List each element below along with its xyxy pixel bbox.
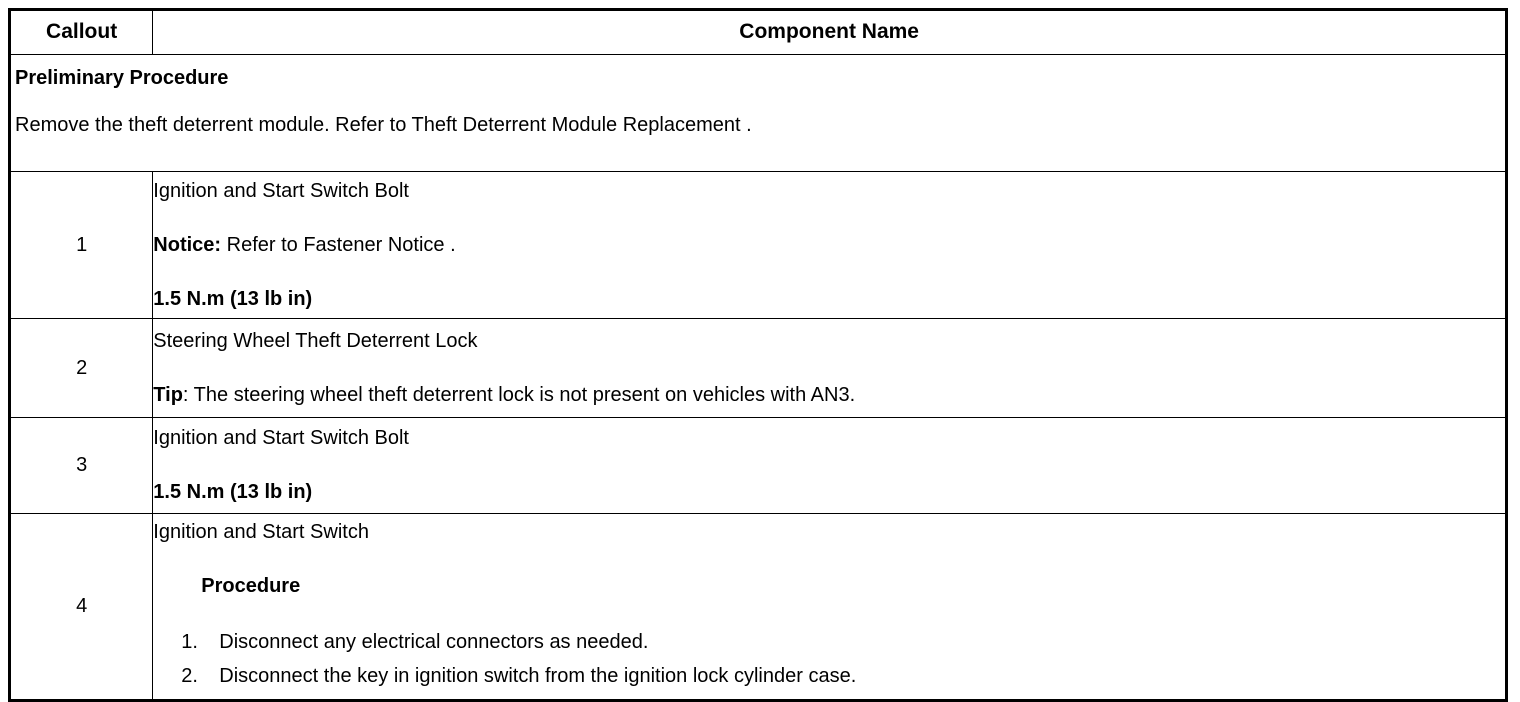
column-header-component-name: Component Name (152, 9, 1507, 55)
component-title: Steering Wheel Theft Deterrent Lock (153, 329, 478, 352)
procedure-step: Disconnect any electrical connectors as … (181, 625, 649, 659)
component-name-cell: Ignition and Start Switch Bolt 1.5 N.m (… (152, 417, 1507, 514)
preliminary-procedure-cell: Preliminary Procedure Remove the theft d… (9, 54, 1507, 172)
document-page: Callout Component Name Preliminary Proce… (0, 0, 1520, 686)
procedure-step: Disconnect the key in ignition switch fr… (181, 659, 857, 693)
callout-number: 4 (8, 513, 154, 701)
callout-number: 3 (8, 417, 154, 514)
component-title: Ignition and Start Switch Bolt (153, 427, 409, 449)
table-row: 1 Ignition and Start Switch Bolt Notice:… (8, 171, 1507, 319)
component-callout-table: Callout Component Name Preliminary Proce… (8, 8, 1508, 702)
column-header-callout: Callout (8, 9, 154, 55)
notice-line: Notice: Refer to Fastener Notice . (153, 233, 1505, 258)
procedure-step-list: Disconnect any electrical connectors as … (153, 625, 1505, 693)
component-title: Ignition and Start Switch Bolt (153, 179, 409, 202)
component-name-cell: Ignition and Start Switch Procedure Disc… (152, 513, 1507, 701)
torque-spec: 1.5 N.m (13 lb in) (153, 287, 313, 310)
tip-line: Tip: The steering wheel theft deterrent … (153, 383, 1505, 408)
preliminary-procedure-row: Preliminary Procedure Remove the theft d… (9, 54, 1507, 172)
torque-spec: 1.5 N.m (13 lb in) (153, 481, 313, 503)
table-row: 4 Ignition and Start Switch Procedure Di… (8, 513, 1507, 701)
table-row: 3 Ignition and Start Switch Bolt 1.5 N.m… (8, 417, 1507, 514)
tip-label: Tip (153, 383, 183, 406)
notice-label: Notice: (153, 233, 222, 256)
preliminary-procedure-title: Preliminary Procedure (15, 67, 229, 89)
component-title: Ignition and Start Switch (153, 521, 369, 543)
tip-text: : The steering wheel theft deterrent loc… (182, 383, 856, 406)
callout-number: 2 (8, 318, 154, 418)
preliminary-procedure-text: Remove the theft deterrent module. Refer… (15, 114, 752, 136)
procedure-heading: Procedure (201, 575, 301, 597)
component-name-cell: Ignition and Start Switch Bolt Notice: R… (152, 171, 1507, 319)
callout-number: 1 (8, 171, 154, 319)
notice-text: Refer to Fastener Notice . (221, 233, 456, 256)
component-name-cell: Steering Wheel Theft Deterrent Lock Tip:… (152, 318, 1507, 418)
table-row: 2 Steering Wheel Theft Deterrent Lock Ti… (8, 318, 1507, 418)
table-header-row: Callout Component Name (8, 9, 1507, 55)
